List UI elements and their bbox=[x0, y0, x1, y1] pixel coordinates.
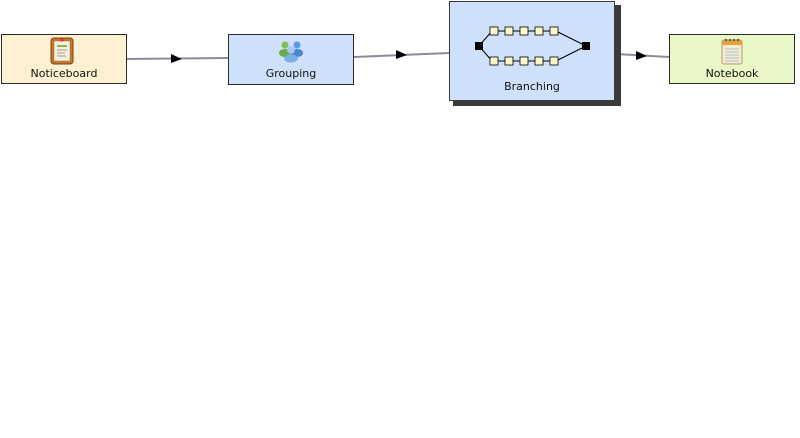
node-label: Grouping bbox=[265, 67, 317, 80]
node-label: Branching bbox=[504, 80, 560, 93]
notebook-icon bbox=[721, 38, 743, 65]
arrowhead-icon bbox=[171, 54, 182, 63]
node-label: Notebook bbox=[705, 67, 759, 80]
group-users-icon bbox=[279, 41, 303, 63]
edge-grouping-branching[interactable] bbox=[353, 50, 450, 59]
activity-grouping[interactable]: Grouping bbox=[228, 34, 354, 85]
node-label: Noticeboard bbox=[30, 67, 98, 80]
activity-noticeboard[interactable]: Noticeboard bbox=[1, 34, 127, 84]
arrowhead-icon bbox=[396, 50, 407, 59]
activity-notebook[interactable]: Notebook bbox=[669, 34, 795, 84]
edge-branching-notebook[interactable] bbox=[614, 51, 670, 60]
arrowhead-icon bbox=[636, 51, 647, 60]
noticeboard-icon bbox=[50, 37, 74, 65]
branch-paths-icon bbox=[475, 26, 590, 66]
activity-branching[interactable]: Branching bbox=[449, 1, 615, 101]
edge-noticeboard-grouping[interactable] bbox=[126, 54, 229, 63]
